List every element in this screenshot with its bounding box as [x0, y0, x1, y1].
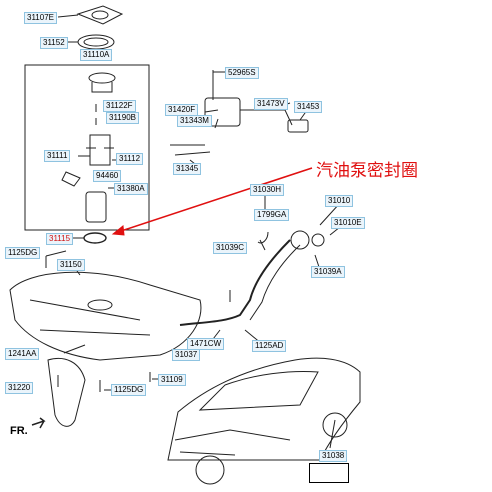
- label-31107E: 31107E: [24, 12, 57, 24]
- label-1471CW: 1471CW: [187, 338, 225, 350]
- label-31380A: 31380A: [114, 183, 148, 195]
- label-31190B: 31190B: [106, 112, 139, 124]
- label-31037: 31037: [172, 349, 201, 361]
- label-1241AA: 1241AA: [5, 348, 40, 360]
- seal-ring-annotation: 汽油泵密封圈: [316, 161, 418, 181]
- pump-module-frame: [24, 64, 150, 231]
- label-31111: 31111: [44, 150, 71, 162]
- label-31109: 31109: [158, 374, 186, 386]
- label-31122F: 31122F: [103, 100, 136, 112]
- label-1125AD: 1125AD: [252, 340, 287, 352]
- label-31010E: 31010E: [331, 217, 365, 229]
- canister-filter: [287, 119, 309, 133]
- fr-arrow-icon: [31, 417, 46, 429]
- direction-label: FR.: [10, 425, 28, 437]
- fuel-label-plate: [309, 463, 349, 483]
- lock-ring: [77, 34, 115, 50]
- car-outline: [167, 357, 361, 485]
- label-31453: 31453: [294, 101, 323, 113]
- label-31343M: 31343M: [177, 115, 212, 127]
- label-31115: 31115: [46, 233, 74, 245]
- heat-shield: [47, 357, 86, 427]
- label-31010: 31010: [325, 195, 354, 207]
- label-94460: 94460: [93, 170, 122, 182]
- pump-flange: [88, 72, 116, 84]
- label-31220: 31220: [5, 382, 34, 394]
- label-52965S: 52965S: [225, 67, 259, 79]
- cover-plate: [76, 5, 124, 25]
- fuel-sender: [61, 171, 81, 187]
- label-31110A: 31110A: [80, 49, 113, 61]
- label-31030H: 31030H: [250, 184, 285, 196]
- fuel-filter: [85, 191, 107, 223]
- label-31039C: 31039C: [213, 242, 248, 254]
- label-31473V: 31473V: [254, 98, 288, 110]
- label-31152: 31152: [40, 37, 68, 49]
- label-1125DG-bottom: 1125DG: [111, 384, 147, 396]
- label-31038: 31038: [319, 450, 348, 462]
- cover-plate-hole: [91, 10, 109, 20]
- fuel-pump-body: [89, 134, 111, 166]
- label-1125DG-top: 1125DG: [5, 247, 41, 259]
- label-1799GA: 1799GA: [254, 209, 290, 221]
- pump-seal-ring: [83, 232, 107, 244]
- annotation-arrow: [111, 167, 313, 236]
- filler-cap: [290, 230, 310, 250]
- label-31345: 31345: [173, 163, 202, 175]
- label-31150: 31150: [57, 259, 85, 271]
- filler-neck: [179, 239, 291, 326]
- label-31112: 31112: [116, 153, 144, 165]
- fuel-tank: [9, 271, 202, 361]
- label-31039A: 31039A: [311, 266, 345, 278]
